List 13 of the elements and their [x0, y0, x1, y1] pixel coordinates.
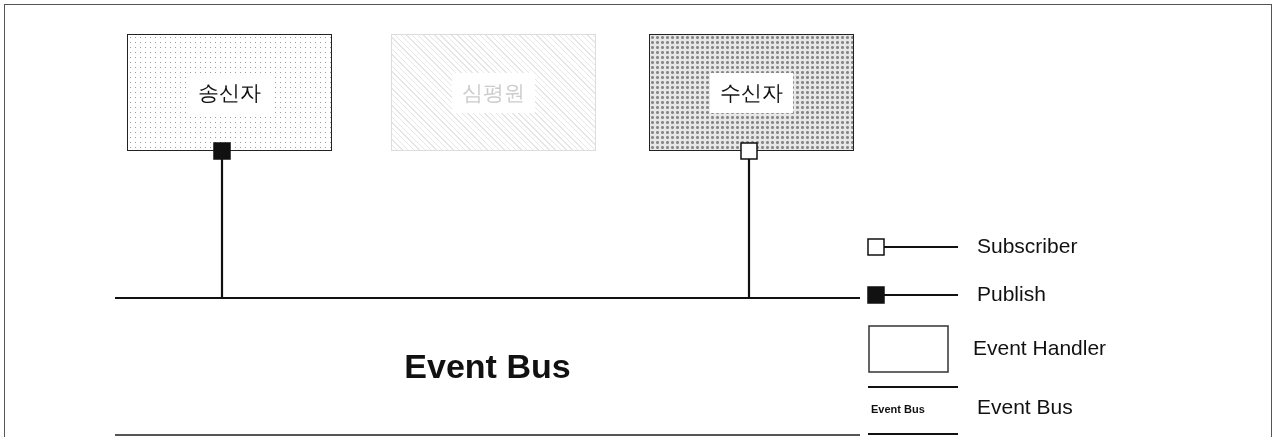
legend-label: Subscriber — [977, 234, 1078, 258]
node-label: 수신자 — [710, 72, 793, 113]
legend-label: Event Bus — [977, 395, 1073, 419]
legend-label: Event Handler — [973, 336, 1107, 360]
receiver-box — [649, 34, 854, 151]
event-bus-band — [115, 297, 860, 436]
publish-connector — [213, 142, 231, 298]
sample-caption: Event Bus — [871, 403, 925, 415]
sender-box — [127, 34, 332, 151]
faded-box — [391, 34, 596, 151]
legend-label: Publish — [977, 282, 1046, 306]
bus-title: Event Bus — [404, 347, 571, 386]
subscriber-connector — [740, 142, 758, 298]
